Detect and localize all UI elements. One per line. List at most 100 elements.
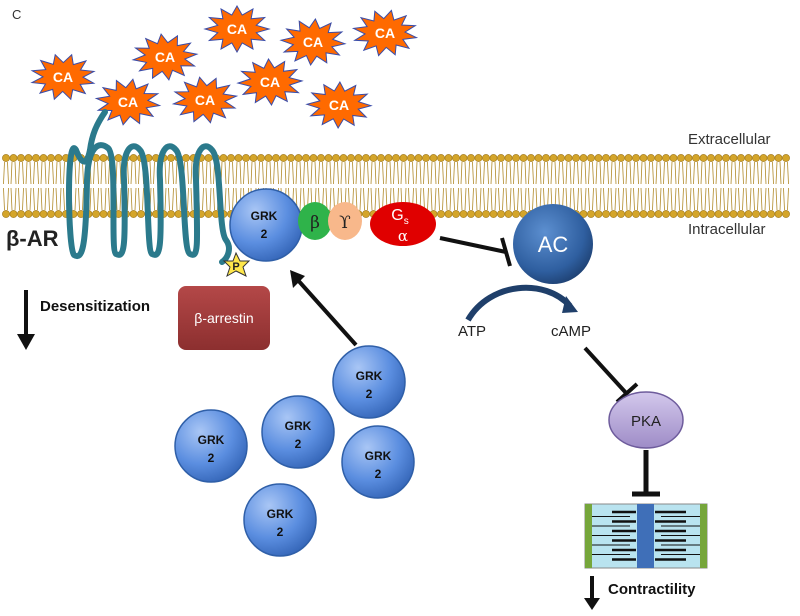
g-beta-subunit: β xyxy=(298,202,332,240)
alpha-label: α xyxy=(398,227,408,245)
camp-to-pka-inhibition xyxy=(583,346,639,404)
lipid-head xyxy=(632,210,640,218)
lipid-tail xyxy=(633,161,639,185)
lipid-head xyxy=(474,154,483,162)
lipid-tail xyxy=(235,161,242,185)
lipid-tail xyxy=(228,161,234,185)
lipid-tail xyxy=(633,187,639,211)
lipid-tail xyxy=(663,161,669,185)
lipid-tail xyxy=(573,187,579,211)
ca-ligand-burst xyxy=(131,33,199,81)
lipid-tail xyxy=(48,187,54,211)
lipid-tail xyxy=(205,187,212,211)
lipid-head xyxy=(774,154,783,162)
lipid-head xyxy=(369,154,378,162)
lipid-tail xyxy=(93,187,99,211)
lipid-head xyxy=(504,154,513,162)
lipid-tail xyxy=(648,161,654,185)
lipid-head xyxy=(534,154,543,162)
lipid-head xyxy=(767,210,775,218)
lipid-tail xyxy=(528,187,534,211)
lipid-tail xyxy=(318,161,324,185)
lipid-head xyxy=(204,210,213,218)
lipid-tail xyxy=(243,161,249,185)
lipid-head xyxy=(39,210,48,218)
lipid-tail xyxy=(393,161,399,185)
lipid-head xyxy=(414,154,423,162)
lipid-head xyxy=(504,210,513,218)
lipid-tail xyxy=(685,187,692,211)
lipid-head xyxy=(624,210,633,218)
lipid-head xyxy=(527,154,535,162)
lipid-tail xyxy=(18,187,24,211)
lipid-head xyxy=(324,154,333,162)
lipid-tail xyxy=(558,161,564,185)
lipid-head xyxy=(234,154,243,162)
lipid-tail xyxy=(115,187,122,211)
lipid-head xyxy=(264,154,273,162)
lipid-head xyxy=(332,154,340,162)
lipid-head xyxy=(564,154,573,162)
lipid-head xyxy=(662,210,670,218)
lipid-head xyxy=(257,154,265,162)
grk2-label-line1: GRK xyxy=(251,209,278,223)
lipid-head xyxy=(32,210,40,218)
lipid-head xyxy=(302,154,310,162)
lipid-tail xyxy=(48,161,54,185)
lipid-tail xyxy=(228,187,234,211)
lipid-tail xyxy=(753,161,759,185)
lipid-tail xyxy=(573,161,579,185)
lipid-head xyxy=(444,154,453,162)
lipid-head xyxy=(17,210,25,218)
grk2-label-line2: 2 xyxy=(277,525,284,539)
lipid-tail xyxy=(513,187,519,211)
lipid-tail xyxy=(55,161,62,185)
g-beta-label: β xyxy=(310,213,320,233)
ca-ligand-label: CA xyxy=(303,34,323,50)
lipid-head xyxy=(32,154,40,162)
lipid-tail xyxy=(783,187,789,211)
beta-ar-receptor xyxy=(66,109,232,265)
lipid-tail xyxy=(678,161,684,185)
lipid-tail xyxy=(565,161,572,185)
lipid-head xyxy=(9,210,18,218)
lipid-tail xyxy=(280,161,287,185)
lipid-head xyxy=(744,154,753,162)
lipid-head xyxy=(609,210,618,218)
lipid-head xyxy=(362,210,370,218)
lipid-tail xyxy=(475,161,482,185)
ca-ligand-label: CA xyxy=(53,69,73,85)
lipid-tail xyxy=(93,161,99,185)
lipid-tail xyxy=(25,187,32,211)
lipid-tail xyxy=(655,161,662,185)
intracellular-label: Intracellular xyxy=(688,221,766,238)
lipid-tail xyxy=(468,187,474,211)
lipid-tail xyxy=(220,161,227,185)
lipid-tail xyxy=(768,187,774,211)
lipid-head xyxy=(407,154,415,162)
gs-to-ac-inhibition xyxy=(439,236,512,267)
lipid-head xyxy=(309,154,318,162)
lipid-tail xyxy=(430,187,437,211)
lipid-tail xyxy=(498,187,504,211)
beta-ar-label: β-AR xyxy=(6,226,59,251)
ca-ligand-label: CA xyxy=(195,92,215,108)
lipid-tail xyxy=(10,187,17,211)
lipid-tail xyxy=(370,187,377,211)
lipid-tail xyxy=(130,187,137,211)
lipid-tail xyxy=(543,161,549,185)
lipid-head xyxy=(647,154,655,162)
lipid-tail xyxy=(670,161,677,185)
adenylyl-cyclase: AC xyxy=(513,204,593,284)
atp-to-camp-arrow xyxy=(465,284,578,322)
lipid-head xyxy=(242,154,250,162)
lipid-tail xyxy=(730,187,737,211)
ca-ligand-burst xyxy=(203,4,271,54)
grk2-protein xyxy=(341,425,415,499)
lipid-head xyxy=(137,210,145,218)
lipid-tail xyxy=(505,161,512,185)
grk2-membrane-bound: GRK 2 xyxy=(229,188,303,262)
lipid-head xyxy=(339,154,348,162)
lipid-head xyxy=(24,154,33,162)
lipid-tail xyxy=(415,161,422,185)
